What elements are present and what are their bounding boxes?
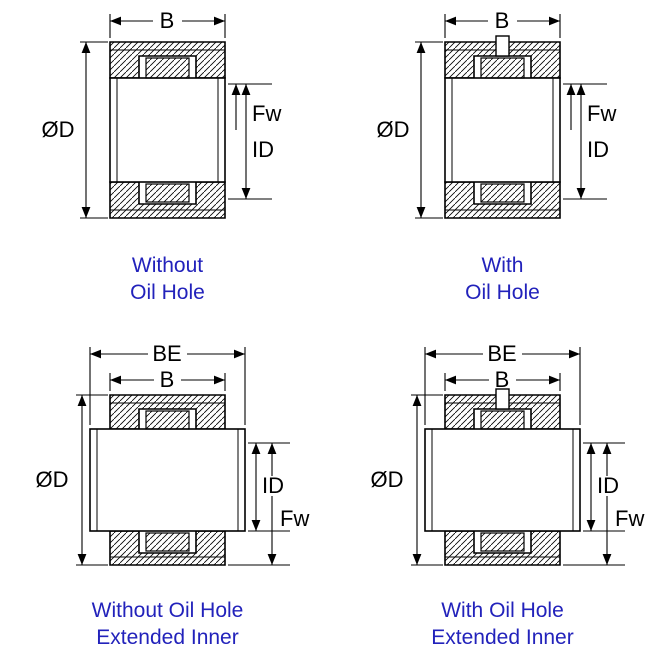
caption-line-1: Without Oil Hole [91, 599, 244, 622]
label-od: ØD [36, 467, 69, 492]
diagram-without-oil-hole: B ØD Fw ID Without Oil Hole [0, 0, 335, 335]
label-b: B [160, 367, 175, 392]
caption-line-1: With [481, 254, 524, 277]
fw-label-background [612, 509, 646, 529]
label-b: B [495, 367, 510, 392]
bearing-drawing-with-oil-hole-extended: BE B ØD ID Fw [371, 341, 646, 566]
dimension-lines [415, 14, 607, 219]
oil-hole [495, 35, 510, 57]
caption-with-oil-hole: With Oil Hole [465, 252, 540, 307]
id-label-background [594, 476, 622, 496]
caption-line-2: Extended Inner [96, 626, 239, 650]
roller-top [145, 410, 190, 430]
label-id: ID [252, 137, 274, 162]
bearing-drawing-without-oil-hole: B ØD Fw ID [42, 8, 281, 219]
label-od: ØD [377, 117, 410, 142]
roller-top [480, 410, 525, 430]
label-be: BE [152, 341, 181, 366]
bearing-cross-section [444, 35, 561, 219]
id-label-background [259, 476, 287, 496]
label-od: ØD [42, 117, 75, 142]
inner-ring [109, 77, 226, 183]
bearing-cross-section [89, 394, 246, 566]
label-id: ID [262, 473, 284, 498]
caption-line-1: Without [131, 254, 204, 277]
oil-hole [495, 388, 510, 410]
dimension-lines [76, 347, 290, 566]
inner-ring-extended [424, 428, 581, 532]
inner-ring-extended [89, 428, 246, 532]
fw-label-background [277, 509, 311, 529]
roller-bottom [145, 532, 190, 552]
caption-without-oil-hole: Without Oil Hole [130, 252, 205, 307]
dimension-lines [411, 347, 625, 566]
caption-line-1: With Oil Hole [441, 599, 564, 622]
label-b: B [495, 8, 510, 33]
bearing-drawing-with-oil-hole: B ØD Fw ID [377, 8, 616, 219]
bearing-cross-section [109, 41, 226, 219]
caption-with-oil-hole-extended: With Oil Hole Extended Inner [431, 597, 573, 652]
inner-ring [444, 77, 561, 183]
caption-line-2: Oil Hole [130, 281, 205, 305]
label-id: ID [597, 473, 619, 498]
label-b: B [160, 8, 175, 33]
roller-top [480, 57, 525, 79]
label-fw: Fw [587, 101, 616, 126]
roller-bottom [480, 532, 525, 552]
label-od: ØD [371, 467, 404, 492]
label-be: BE [487, 341, 516, 366]
caption-line-2: Oil Hole [465, 281, 540, 305]
label-fw: Fw [252, 101, 281, 126]
dimension-lines [80, 14, 272, 219]
diagram-with-oil-hole-extended: BE B ØD ID Fw With Oil Hole Extended Inn… [335, 335, 670, 670]
diagram-without-oil-hole-extended: BE B ØD ID Fw Without Oil Hole Extended … [0, 335, 335, 670]
caption-line-2: Extended Inner [431, 626, 574, 650]
label-fw: Fw [280, 506, 309, 531]
roller-top [145, 57, 190, 79]
bearing-drawing-without-oil-hole-extended: BE B ØD ID Fw [36, 341, 311, 566]
label-id: ID [587, 137, 609, 162]
roller-bottom [145, 183, 190, 203]
bearing-cross-section [424, 388, 581, 566]
roller-bottom [480, 183, 525, 203]
caption-without-oil-hole-extended: Without Oil Hole Extended Inner [92, 597, 244, 652]
label-fw: Fw [615, 506, 644, 531]
diagram-with-oil-hole: B ØD Fw ID With Oil Hole [335, 0, 670, 335]
